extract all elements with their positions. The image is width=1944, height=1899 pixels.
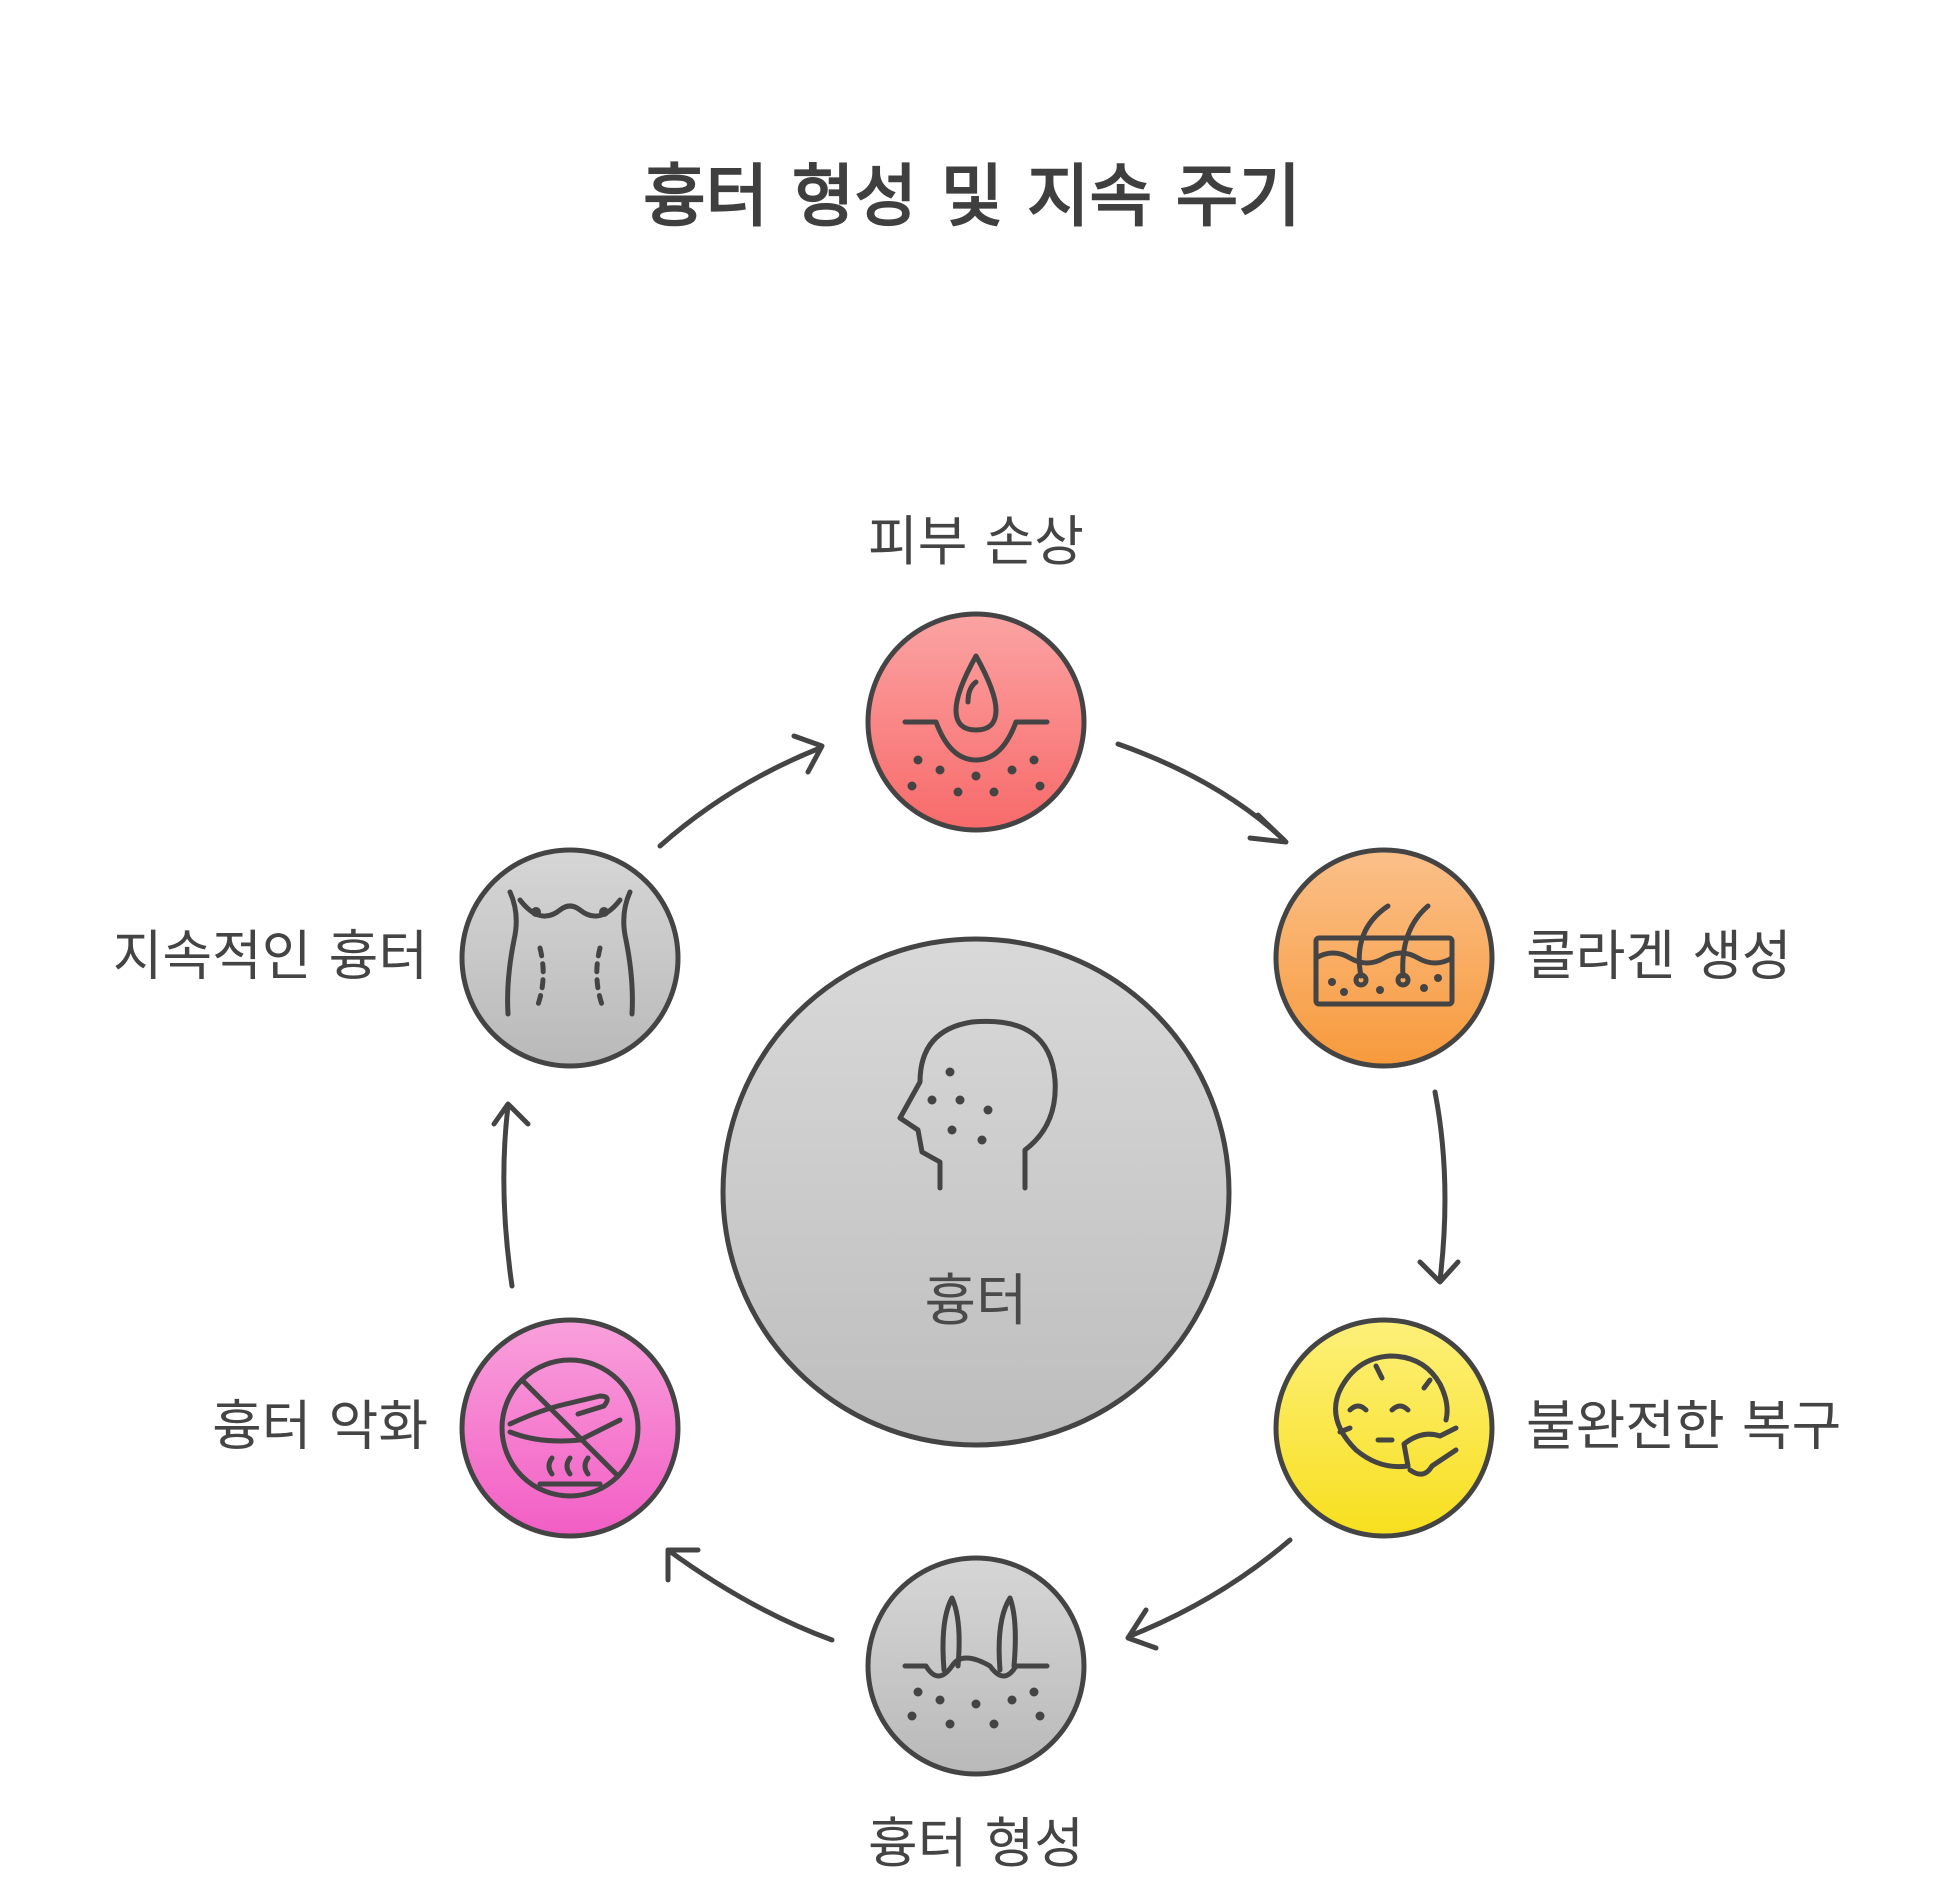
stage-label: 피부 손상: [868, 510, 1084, 573]
diagram-title: 흉터 형성 및 지속 주기: [643, 158, 1301, 237]
stage-label: 불완전한 복구: [1526, 1395, 1841, 1458]
skin-layer-spikes-icon: [902, 1595, 1050, 1729]
center-node: 흉터: [720, 936, 1232, 1448]
stage-label: 콜라겐 생성: [1526, 925, 1792, 988]
arrow-repair-to-formation: [1125, 1537, 1293, 1651]
head-with-scars-icon: [897, 1018, 1058, 1191]
no-heat-hand-icon: [499, 1357, 641, 1499]
stage-circle: [865, 611, 1087, 833]
arrow-damage-to-collagen: [1115, 741, 1289, 845]
skin-wound-drop-icon: [902, 653, 1050, 797]
cycle-arrows: [491, 733, 1461, 1651]
arrow-formation-to-worsening: [665, 1547, 835, 1643]
stage-circle: [1273, 1317, 1495, 1539]
torso-scar-icon: [505, 889, 635, 1017]
stage-persistent-scar: 지속적인 흉터: [113, 847, 681, 1069]
stage-label: 흉터 형성: [868, 1812, 1084, 1875]
stage-incomplete-repair: 불완전한 복구: [1273, 1317, 1841, 1539]
stage-label: 흉터 악화: [212, 1395, 428, 1458]
stage-circle: [459, 847, 681, 1069]
stage-collagen-production: 콜라겐 생성: [1273, 847, 1792, 1069]
arrow-collagen-to-repair: [1417, 1089, 1461, 1285]
arrow-worsening-to-persistent: [491, 1101, 531, 1289]
center-circle: [720, 936, 1232, 1448]
arrow-persistent-to-damage: [657, 733, 825, 849]
face-touch-icon: [1333, 1353, 1459, 1477]
stage-scar-formation: 흉터 형성: [865, 1555, 1087, 1875]
skin-layer-hair-icon: [1313, 903, 1455, 1007]
stage-skin-damage: 피부 손상: [865, 510, 1087, 833]
center-label: 흉터: [924, 1269, 1027, 1334]
stage-circle: [865, 1555, 1087, 1777]
stage-scar-worsening: 흉터 악화: [212, 1317, 681, 1539]
stage-label: 지속적인 흉터: [113, 925, 428, 988]
